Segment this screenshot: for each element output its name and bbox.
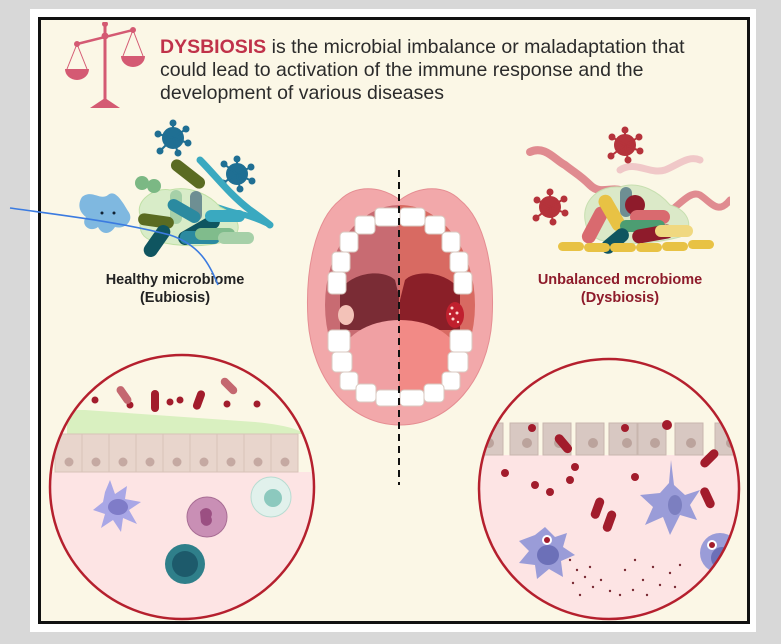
healthy-tissue-circle [48,353,316,621]
open-mouth-illustration [307,188,493,426]
healthy-label-line2: (Eubiosis) [139,290,211,306]
dysbiosis-keyword: DYSBIOSIS [160,36,267,58]
virus-icon [607,126,644,164]
unbalanced-microbiome-illustration [526,126,730,254]
healthy-microbiome-illustration [79,119,274,258]
virus-icon [219,155,256,193]
divider-dashed-line [398,170,400,485]
dysbiosis-definition: DYSBIOSIS is the microbial imbalance or … [160,36,730,105]
unbalanced-label-line2: (Dysbiosis) [580,290,660,306]
unbalanced-microbiome-label: Unbalanced mcrobiome (Dysbiosis) [520,271,720,307]
unbalanced-label-line1: Unbalanced mcrobiome [537,272,703,288]
healthy-label-line1: Healthy microbiome [105,272,245,288]
virus-icon [532,188,569,226]
healthy-microbiome-label: Healthy microbiome (Eubiosis) [80,271,270,307]
dysbiosis-tissue-circle [477,357,741,621]
annotation-pen-stroke [9,207,219,286]
virus-icon [154,119,192,157]
definition-text: is the microbial imbalance or maladaptat… [160,36,685,104]
balance-scale-icon [65,22,145,108]
